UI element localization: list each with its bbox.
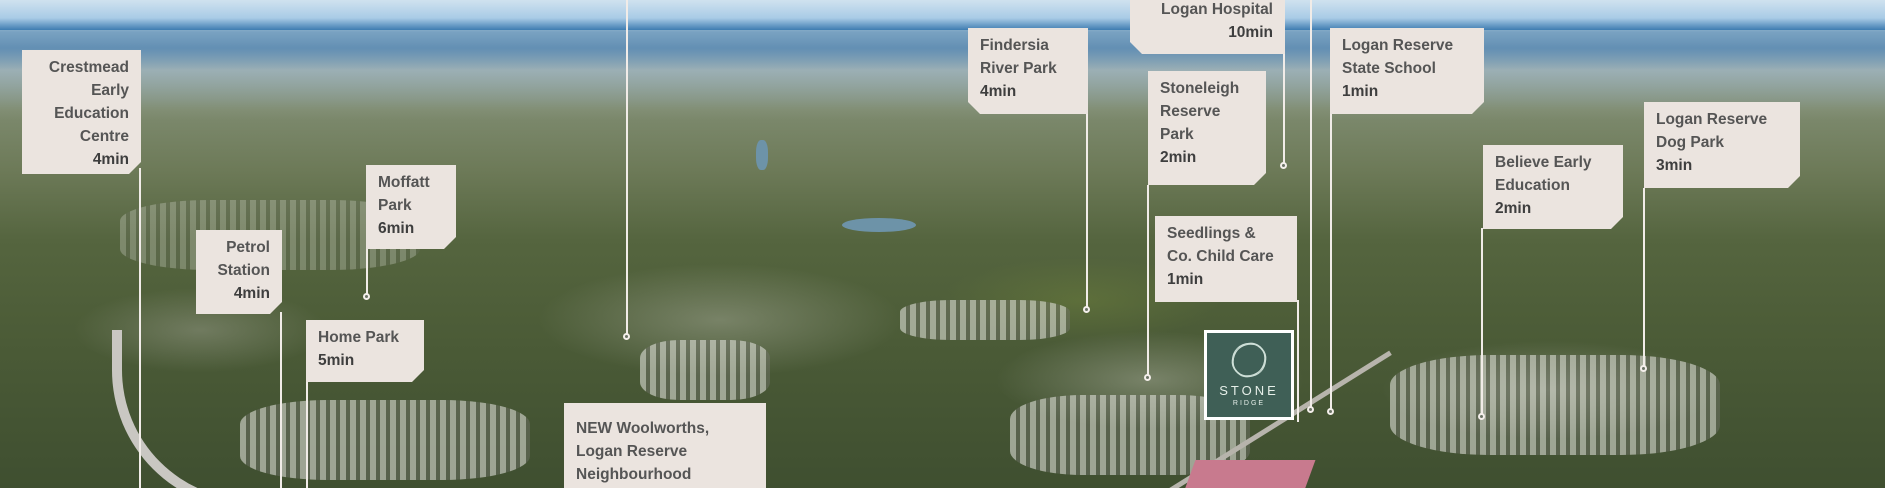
label-line: Stoneleigh bbox=[1160, 80, 1240, 97]
label-stoneleigh-reserve-park: Stoneleigh Reserve Park 2min bbox=[1148, 71, 1266, 185]
stone-ridge-logo: STONE RIDGE bbox=[1204, 330, 1294, 420]
horizon-haze bbox=[0, 30, 1885, 120]
label-moffatt-park: Moffatt Park 6min bbox=[366, 165, 456, 249]
label-line: Crestmead bbox=[48, 59, 129, 76]
label-line: Co. Child Care bbox=[1167, 248, 1274, 265]
label-petrol-station: Petrol Station 4min bbox=[196, 230, 282, 314]
label-woolworths: NEW Woolworths, Logan Reserve Neighbourh… bbox=[564, 403, 766, 488]
label-time: 2min bbox=[1495, 200, 1532, 217]
label-findersia-river-park: Findersia River Park 4min bbox=[968, 28, 1088, 114]
label-line: Logan Reserve bbox=[576, 443, 688, 460]
label-line: State School bbox=[1342, 60, 1436, 77]
pin-line bbox=[366, 248, 368, 298]
label-believe-early-education: Believe Early Education 2min bbox=[1483, 145, 1623, 229]
pin-dot bbox=[1478, 413, 1485, 420]
label-line: Logan Reserve bbox=[1342, 37, 1454, 54]
pin-dot bbox=[623, 333, 630, 340]
pin-dot bbox=[1083, 306, 1090, 313]
label-time: 4min bbox=[980, 83, 1017, 100]
pin-dot bbox=[363, 293, 370, 300]
label-time: 1min bbox=[1342, 83, 1379, 100]
label-time: 4min bbox=[233, 285, 270, 302]
label-line: Logan Hospital bbox=[1161, 1, 1273, 18]
housing-estate bbox=[900, 300, 1070, 340]
pin-line bbox=[1147, 185, 1149, 377]
label-line: Seedlings & bbox=[1167, 225, 1256, 242]
label-logan-reserve-state-school: Logan Reserve State School 1min bbox=[1330, 28, 1484, 114]
label-logan-reserve-dog-park: Logan Reserve Dog Park 3min bbox=[1644, 102, 1800, 188]
label-time: 3min bbox=[1656, 157, 1693, 174]
pin-line bbox=[626, 0, 628, 336]
pin-dot bbox=[1280, 162, 1287, 169]
housing-estate bbox=[1390, 355, 1720, 455]
label-line: Park bbox=[378, 197, 412, 214]
pin-line bbox=[1330, 112, 1332, 412]
pin-dot bbox=[1144, 374, 1151, 381]
pin-line bbox=[1643, 188, 1645, 368]
pin-line bbox=[1481, 228, 1483, 416]
pin-line bbox=[1283, 0, 1285, 165]
label-line: Dog Park bbox=[1656, 134, 1725, 151]
label-line: Believe Early bbox=[1495, 154, 1592, 171]
label-line: Reserve bbox=[1160, 103, 1221, 120]
label-time: 2min bbox=[1160, 149, 1197, 166]
highway bbox=[112, 330, 262, 488]
label-line: Home Park bbox=[318, 329, 399, 346]
housing-estate bbox=[640, 340, 770, 400]
label-line: Logan Reserve bbox=[1656, 111, 1768, 128]
pin-dot bbox=[1307, 406, 1314, 413]
label-line: Education bbox=[54, 105, 129, 122]
label-crestmead-early-education: Crestmead Early Education Centre 4min bbox=[22, 50, 141, 174]
pin-line bbox=[280, 312, 282, 488]
logo-rings-icon bbox=[1225, 336, 1273, 384]
label-line: River Park bbox=[980, 60, 1057, 77]
label-time: 1min bbox=[1167, 271, 1204, 288]
lake bbox=[842, 218, 916, 232]
label-line: Moffatt bbox=[378, 174, 430, 191]
logo-word: STONE bbox=[1219, 383, 1279, 398]
label-line: NEW Woolworths, bbox=[576, 417, 754, 440]
label-home-park: Home Park 5min bbox=[306, 320, 424, 382]
pin-line bbox=[1297, 300, 1299, 422]
housing-estate bbox=[240, 400, 530, 480]
label-time: 5min bbox=[318, 352, 355, 369]
pin-line bbox=[306, 380, 308, 488]
label-line: Findersia bbox=[980, 37, 1049, 54]
label-line: Centre bbox=[79, 128, 129, 145]
label-time: 4min bbox=[92, 151, 129, 168]
label-line: Park bbox=[1160, 126, 1194, 143]
pin-line bbox=[139, 168, 141, 488]
new-tag: NEW bbox=[576, 420, 613, 437]
label-time: 10min bbox=[1228, 24, 1273, 41]
pin-dot bbox=[1327, 408, 1334, 415]
pin-line bbox=[1310, 0, 1312, 410]
development-lot bbox=[1184, 460, 1316, 488]
pin-line bbox=[1086, 112, 1088, 310]
pin-dot bbox=[1640, 365, 1647, 372]
label-time: 6min bbox=[378, 220, 415, 237]
label-line: Station bbox=[217, 262, 270, 279]
logo-sub: RIDGE bbox=[1232, 400, 1266, 407]
label-text: Woolworths, bbox=[616, 420, 710, 437]
label-logan-hospital: Logan Hospital 10min bbox=[1130, 0, 1285, 54]
label-line: Education bbox=[1495, 177, 1570, 194]
label-line: Neighbourhood bbox=[576, 466, 692, 483]
river bbox=[756, 140, 768, 170]
label-seedlings-child-care: Seedlings & Co. Child Care 1min bbox=[1155, 216, 1297, 302]
label-line: Petrol bbox=[226, 239, 270, 256]
label-line: Early bbox=[91, 82, 129, 99]
